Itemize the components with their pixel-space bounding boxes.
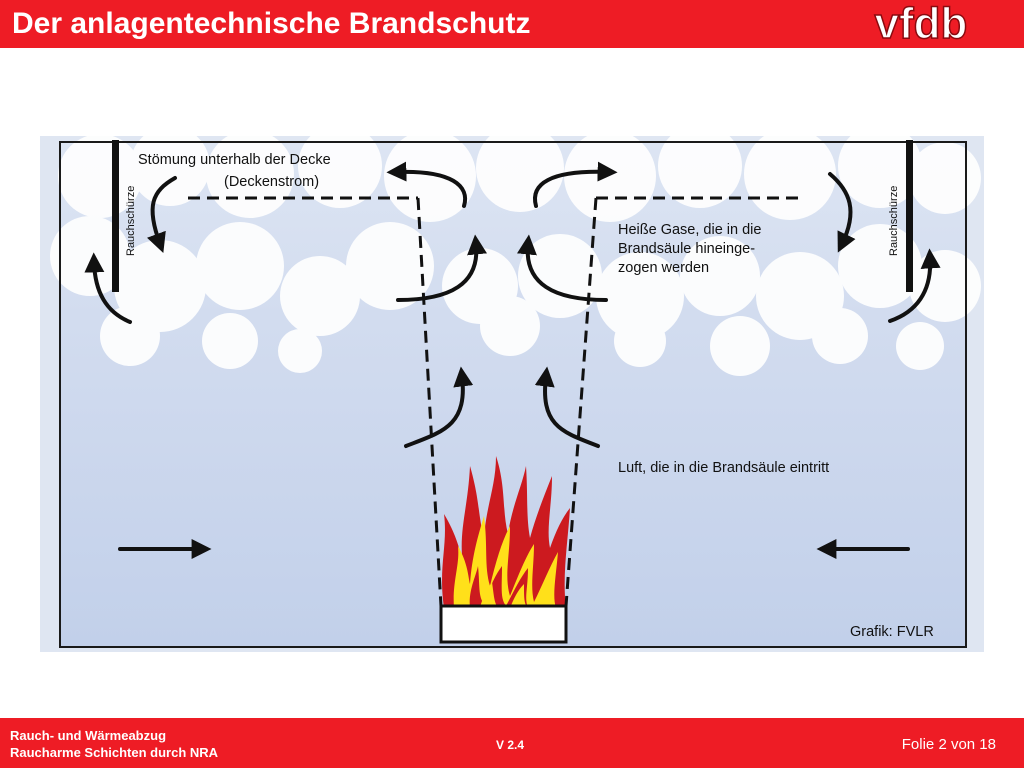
credit-label: Grafik: FVLR [850, 624, 934, 640]
version-label: V 2.4 [496, 738, 525, 752]
label-hot-gases-line1: Heiße Gase, die in die [618, 222, 761, 238]
fire-source-base [439, 604, 568, 644]
label-air-inflow: Luft, die in die Brandsäule eintritt [618, 460, 829, 476]
room-border [59, 141, 967, 648]
footer-line2: Raucharme Schichten durch NRA [10, 745, 219, 760]
label-hot-gases-line2: Brandsäule hineinge- [618, 241, 755, 257]
logo-text: vfdb [875, 0, 968, 46]
label-smoke-curtain-left: Rauchschürze [125, 186, 137, 256]
smoke-flow-diagram: Stömung unterhalb der Decke (Deckenstrom… [40, 136, 984, 652]
flow-arrows [84, 161, 941, 559]
fire [442, 456, 570, 608]
slide-title: Der anlagentechnische Brandschutz [12, 7, 531, 40]
smoke-curtains [112, 140, 913, 292]
label-smoke-curtain-right: Rauchschürze [888, 186, 900, 256]
footer-bar: Rauch- und Wärmeabzug Raucharme Schichte… [0, 718, 1024, 768]
diagram-labels: Stömung unterhalb der Decke (Deckenstrom… [125, 152, 934, 640]
footer-topic: Rauch- und Wärmeabzug Raucharme Schichte… [10, 727, 218, 761]
label-ceiling-flow-line2: (Deckenstrom) [224, 174, 319, 190]
title-bar: Der anlagentechnische Brandschutz vfdb [0, 0, 1024, 48]
dashed-lines [188, 196, 802, 607]
label-hot-gases-line3: zogen werden [618, 260, 709, 276]
smoke-curtain-left [112, 140, 119, 292]
label-ceiling-flow-line1: Stömung unterhalb der Decke [138, 152, 331, 168]
footer-line1: Rauch- und Wärmeabzug [10, 728, 167, 743]
smoke-curtain-right [906, 140, 913, 292]
vfdb-logo: vfdb [848, 0, 994, 46]
slide-counter: Folie 2 von 18 [901, 736, 996, 753]
smoke-layer [50, 136, 981, 376]
